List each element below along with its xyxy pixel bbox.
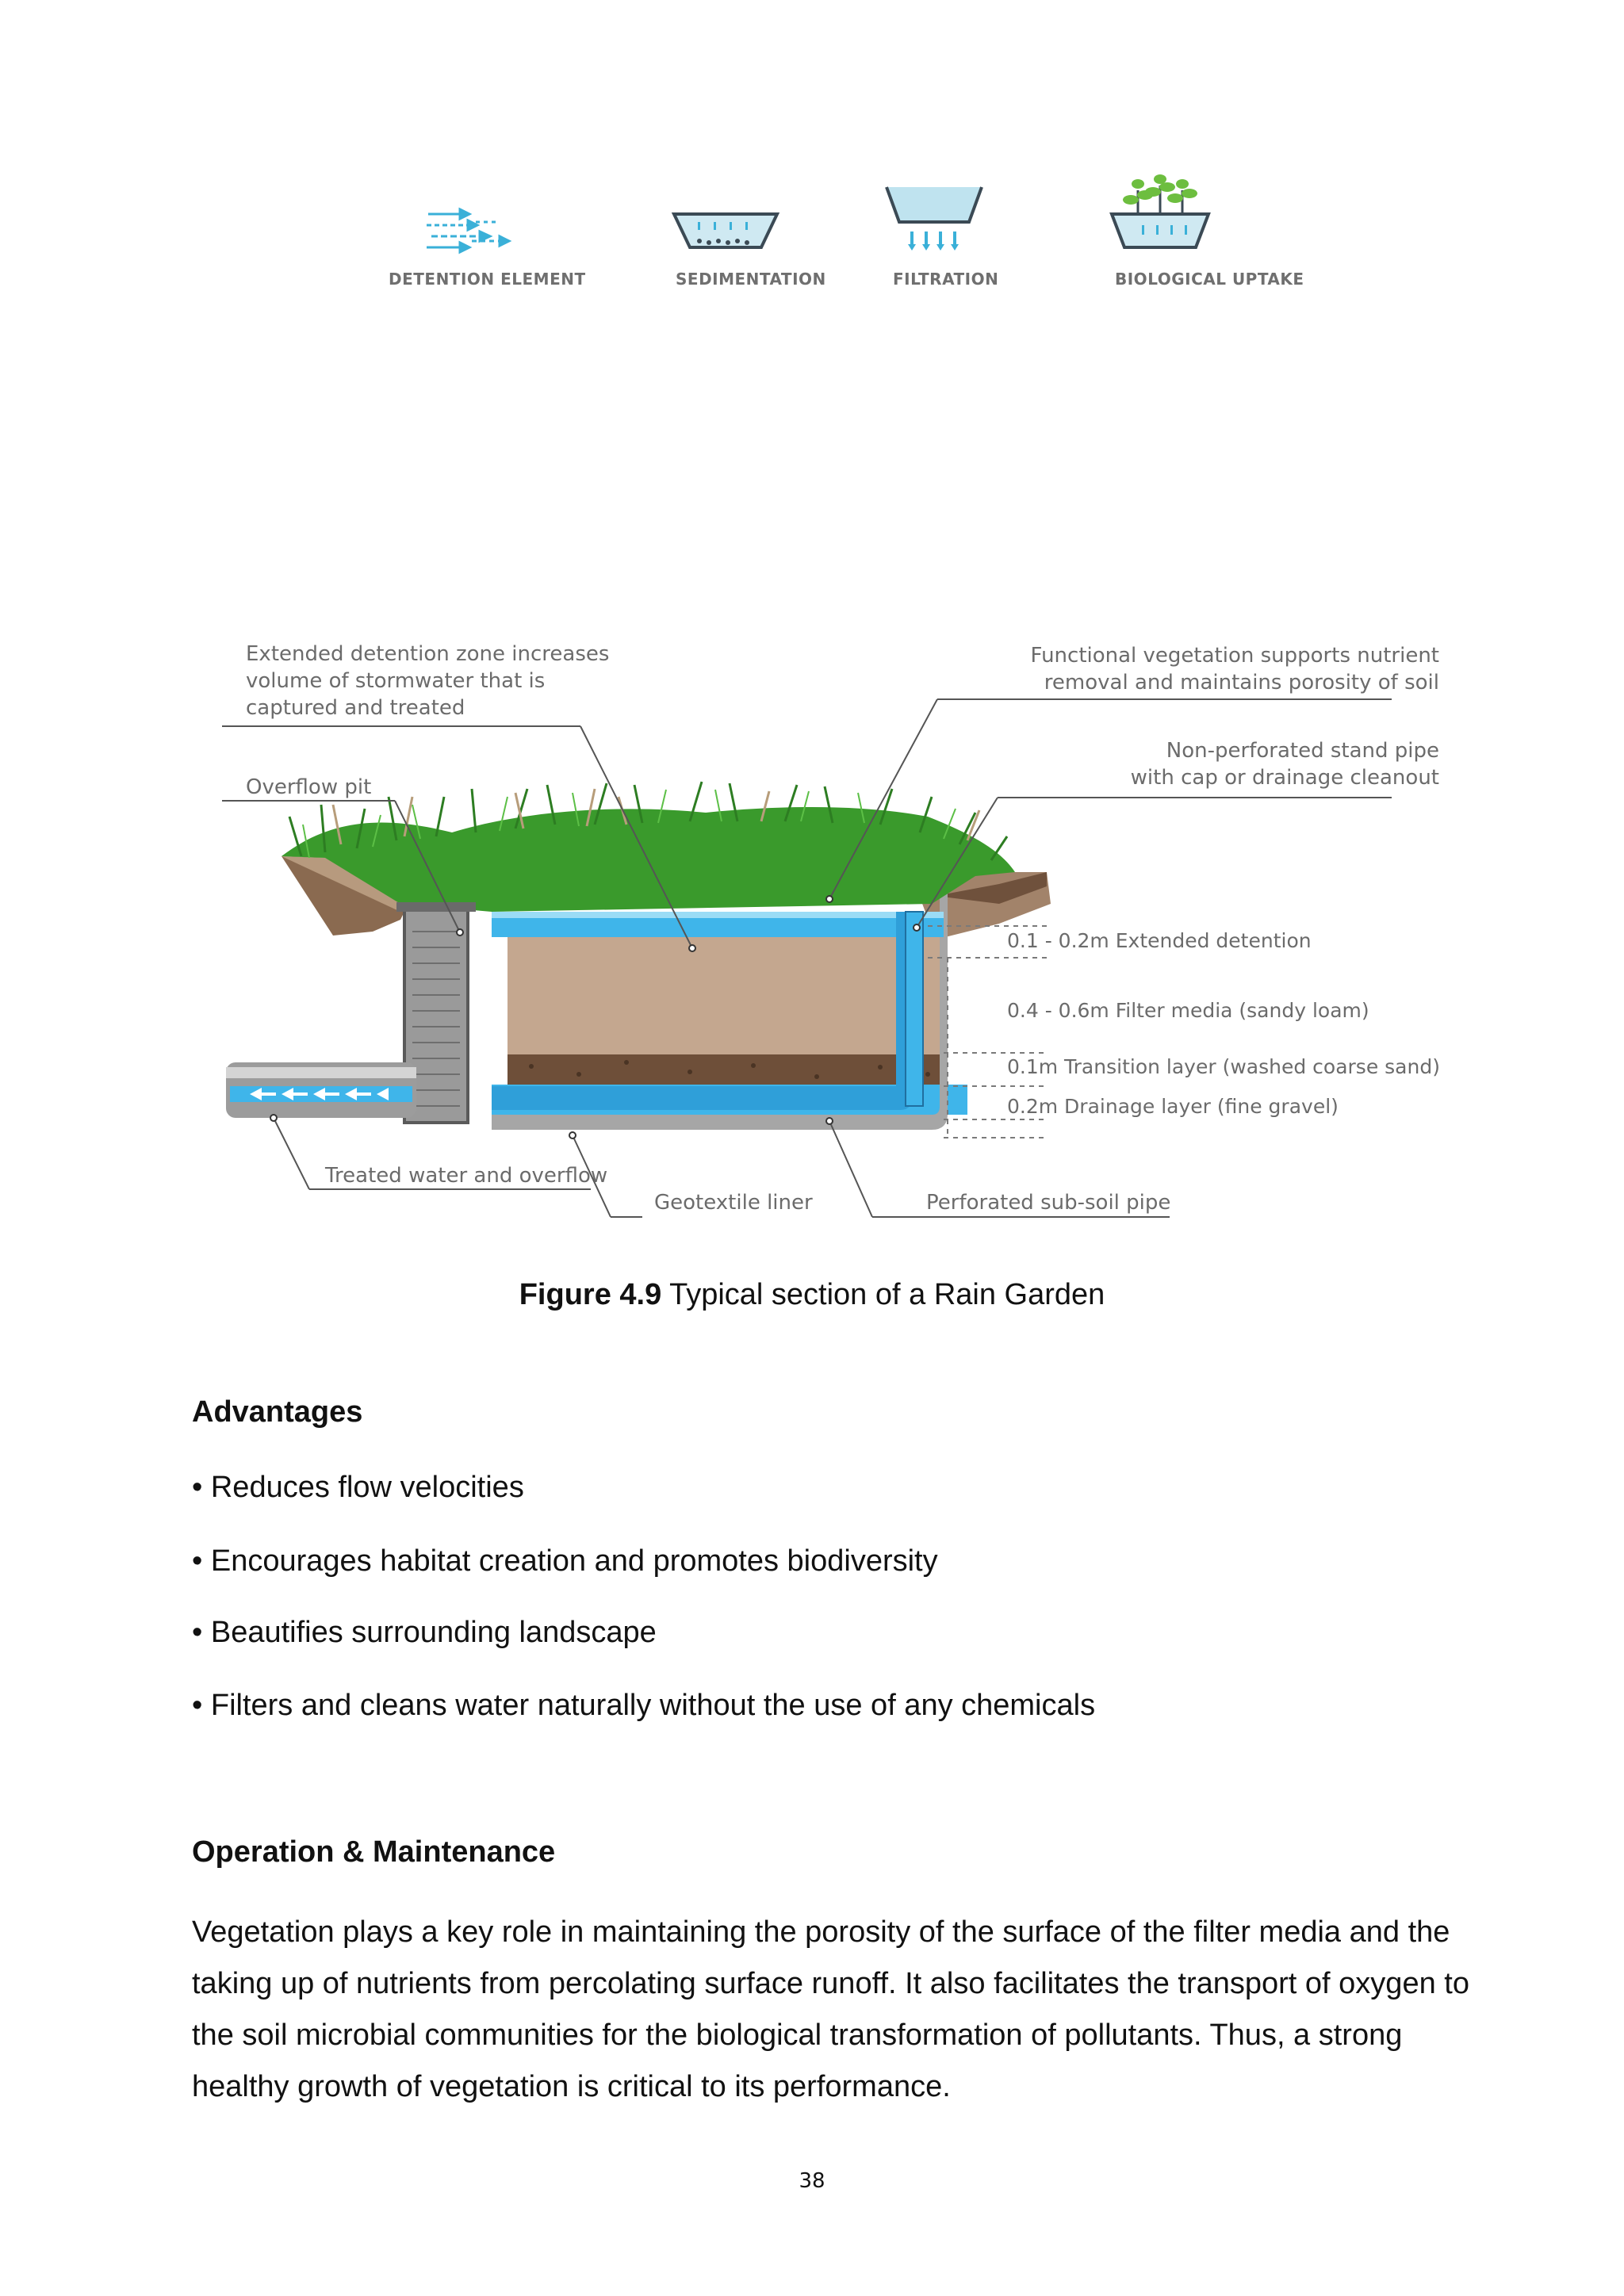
detention-arrows-icon [427,207,512,254]
advantage-item: • Reduces flow velocities [192,1471,524,1504]
process-label: SEDIMENTATION [676,270,826,289]
figure-number: Figure 4.9 [519,1278,662,1311]
cross-section-illustration [222,698,1392,1218]
filter-media-layer [508,936,948,1054]
plant-basin-icon [1109,174,1211,249]
callout-overflow-pit: Overflow pit [246,775,372,799]
advantage-item: • Beautifies surrounding landscape [192,1616,657,1649]
callout-extended-detention: Extended detention zone increases volume… [246,642,610,720]
filtration-basin-icon [885,186,983,251]
paragraph-line: Vegetation plays a key role in maintaini… [192,1915,1450,1949]
process-label: BIOLOGICAL UPTAKE [1115,270,1304,289]
maintenance-heading: Operation & Maintenance [192,1835,556,1869]
process-sedimentation: SEDIMENTATION [650,159,825,309]
advantage-item: • Encourages habitat creation and promot… [192,1544,938,1578]
layer-label-detention: 0.1 - 0.2m Extended detention [1007,929,1312,952]
sedimentation-basin-icon [671,212,780,249]
pit-grate [396,902,476,912]
process-label: FILTRATION [893,270,999,289]
paragraph-line: healthy growth of vegetation is critical… [192,2070,951,2103]
rain-garden-section-diagram: Extended detention zone increases volume… [214,634,1451,1237]
advantages-heading: Advantages [192,1395,363,1429]
page-number: 38 [799,2169,825,2193]
paragraph-line: the soil microbial communities for the b… [192,2019,1403,2052]
paragraph-line: taking up of nutrients from percolating … [192,1967,1469,2000]
process-detention: DETENTION ELEMENT [349,159,585,309]
process-filtration: FILTRATION [872,159,999,309]
figure-title: Typical section of a Rain Garden [661,1278,1105,1311]
transition-layer [508,1054,948,1085]
advantage-item: • Filters and cleans water naturally wit… [192,1689,1096,1722]
process-biological-uptake: BIOLOGICAL UPTAKE [1063,159,1304,309]
layer-label-transition: 0.1m Transition layer (washed coarse san… [1007,1055,1440,1078]
layer-label-filter-media: 0.4 - 0.6m Filter media (sandy loam) [1007,999,1369,1022]
maintenance-paragraph: Vegetation plays a key role in maintaini… [192,1907,1469,2113]
callout-geotextile-liner: Geotextile liner [654,1191,813,1215]
callout-functional-vegetation: Functional vegetation supports nutrient … [1030,644,1439,695]
callout-treated-water: Treated water and overflow [325,1164,608,1188]
callout-subsoil-pipe: Perforated sub-soil pipe [926,1191,1171,1215]
process-label: DETENTION ELEMENT [389,270,586,289]
layer-label-drainage: 0.2m Drainage layer (fine gravel) [1007,1095,1339,1118]
process-icon-strip: DETENTION ELEMENT SEDIMENTATION [349,159,1304,309]
figure-caption: Figure 4.9 Typical section of a Rain Gar… [0,1278,1624,1312]
callout-stand-pipe: Non-perforated stand pipe with cap or dr… [1130,739,1439,790]
stand-pipe [492,912,912,1110]
left-ground-slope [282,856,408,936]
